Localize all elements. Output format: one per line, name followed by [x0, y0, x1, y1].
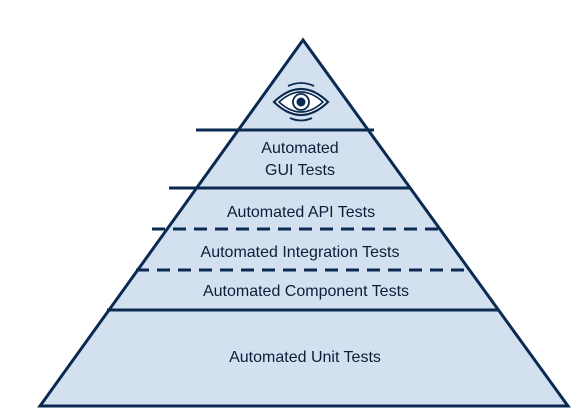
gui-tests-label-line1: Automated: [261, 140, 338, 157]
eye-icon: [272, 82, 330, 122]
integration-tests-label: Automated Integration Tests: [201, 244, 400, 261]
pyramid-body: [37, 37, 571, 408]
api-tests-label: Automated API Tests: [227, 204, 375, 221]
gui-tests-label-line2: GUI Tests: [265, 162, 335, 179]
unit-tests-label: Automated Unit Tests: [229, 349, 381, 366]
component-tests-label: Automated Component Tests: [203, 283, 409, 300]
